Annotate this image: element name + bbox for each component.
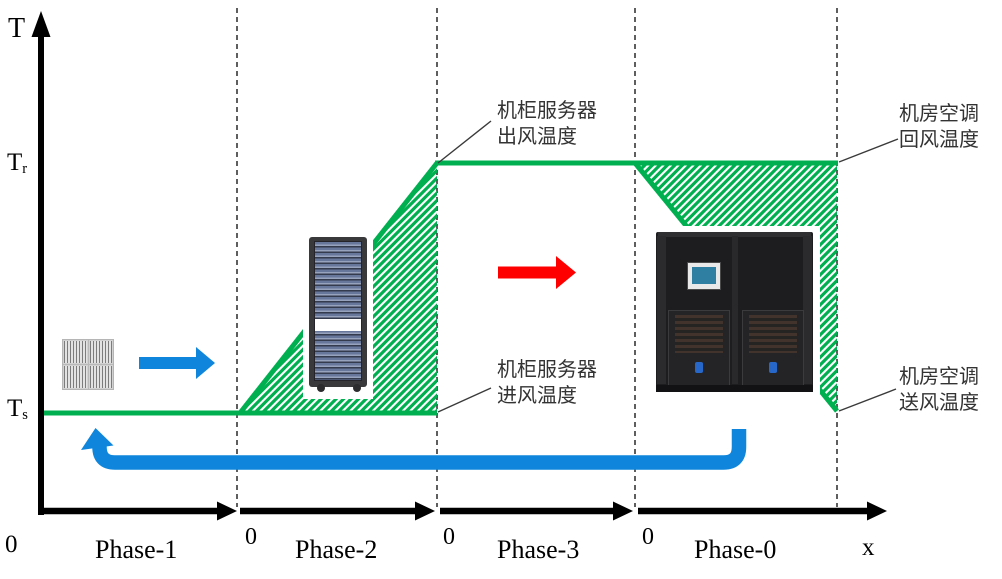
annotation-line: 回风温度	[899, 127, 979, 151]
phase0-zero-tick: 0	[642, 524, 654, 550]
crac-top-cap	[658, 232, 811, 237]
server-rack-cabinet	[309, 237, 367, 392]
crac-center-divider	[732, 236, 738, 384]
annotation-line: 机柜服务器	[497, 357, 597, 381]
crac-coil-bay-right	[742, 310, 804, 386]
crac-base	[656, 385, 813, 392]
phase-label-1: Phase-1	[95, 535, 178, 564]
cold-airflow-arrow-icon	[139, 347, 215, 379]
server-rack-casters	[317, 384, 325, 392]
floor-grille-tile	[63, 340, 88, 364]
y-axis	[31, 11, 51, 515]
server-rack-servers	[314, 241, 362, 381]
return-airflow-duct-arrow	[81, 428, 747, 470]
phase3-zero-tick: 0	[443, 524, 455, 550]
phase2-zero-tick: 0	[245, 524, 257, 550]
phase-label-3: Phase-3	[497, 535, 580, 564]
annotation-server-outlet-temp: 机柜服务器 出风温度	[497, 97, 597, 149]
tick-label-ts: Ts	[7, 395, 28, 423]
ts-subscript: s	[22, 407, 28, 424]
annotation-line: 出风温度	[497, 124, 577, 148]
crac-unit-image	[651, 226, 820, 398]
annotation-crac-return-temp: 机房空调 回风温度	[899, 100, 979, 152]
x-axis-phase-arrows	[38, 501, 887, 521]
crac-cabinet	[656, 232, 813, 392]
crac-left-rail	[657, 236, 666, 384]
tr-subscript: r	[22, 161, 28, 178]
crac-right-rail	[803, 236, 812, 384]
annotation-server-inlet-temp: 机柜服务器 进风温度	[497, 356, 597, 408]
tr-base: T	[7, 149, 23, 176]
hot-airflow-arrow-icon	[498, 256, 576, 289]
floor-grille-image	[62, 339, 114, 390]
phase-label-0: Phase-0	[694, 535, 777, 564]
server-rack-image	[303, 227, 373, 399]
crac-coil-bay-left	[668, 310, 730, 386]
annotation-line: 机房空调	[899, 101, 979, 125]
ts-base: T	[7, 395, 23, 422]
floor-grille-tile	[88, 340, 113, 364]
x-axis-title: x	[862, 534, 875, 561]
floor-grille-tile	[63, 365, 88, 389]
origin-tick-label: 0	[5, 531, 18, 558]
phase-label-2: Phase-2	[295, 535, 378, 564]
annotation-line: 机房空调	[899, 364, 979, 388]
annotation-line: 送风温度	[899, 390, 979, 414]
annotation-line: 进风温度	[497, 383, 577, 407]
annotation-callout-lines	[437, 120, 899, 413]
phase-boundary-dashed-lines	[236, 8, 838, 507]
crac-screen-panel	[692, 267, 716, 284]
annotation-line: 机柜服务器	[497, 98, 597, 122]
crac-display-screen	[687, 262, 721, 290]
floor-grille-tile	[88, 365, 113, 389]
server-rack-empty-slot	[315, 319, 361, 332]
annotation-crac-supply-temp: 机房空调 送风温度	[899, 363, 979, 415]
tick-label-tr: Tr	[7, 149, 27, 177]
y-axis-title: T	[8, 13, 26, 44]
